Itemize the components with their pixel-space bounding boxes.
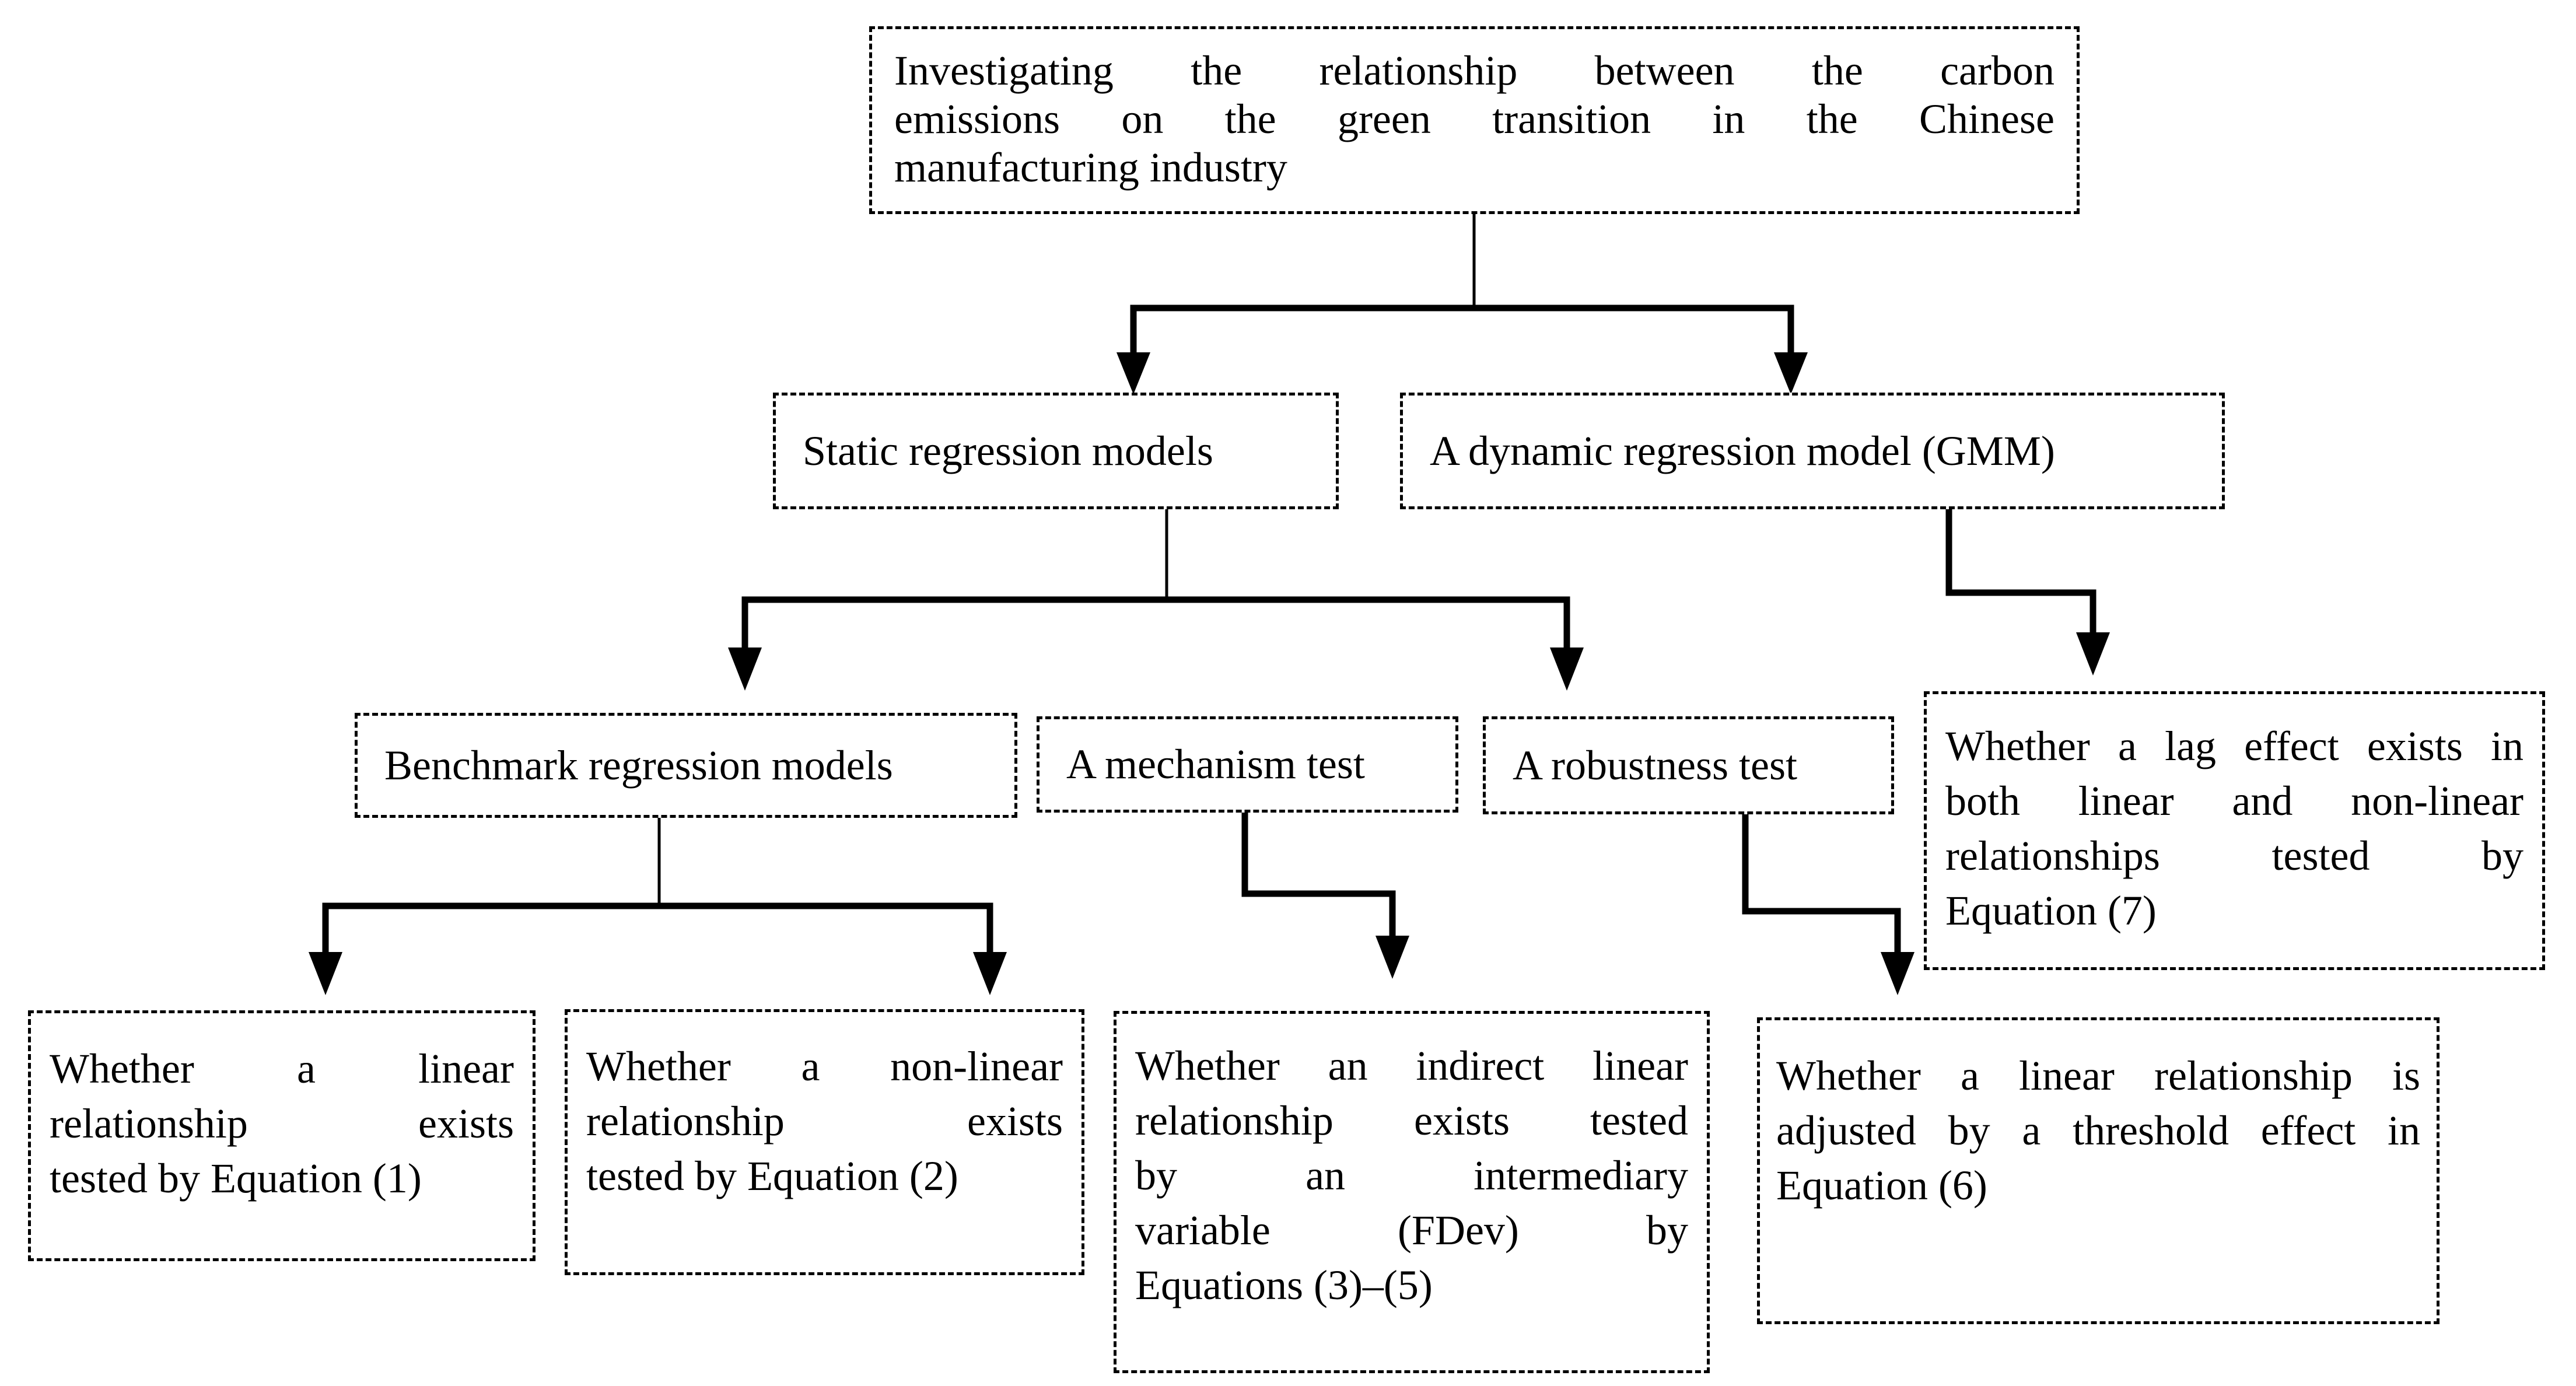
text-line: relationship exists (586, 1098, 1063, 1144)
text-line: Whether a linear relationship is (1776, 1052, 2420, 1099)
text-line: manufacturing industry (894, 144, 1287, 191)
connector-mechanism-to-fdev (1241, 813, 1396, 937)
arrowhead-to-static (1116, 352, 1150, 394)
node-static-regression-models: Static regression models (773, 393, 1339, 509)
text-line: relationships tested by (1945, 832, 2524, 879)
text-line: Whether a linear (50, 1045, 514, 1092)
text-line: Equations (3)–(5) (1135, 1262, 1433, 1308)
text-line: Whether a non-linear (586, 1043, 1063, 1090)
node-label: A mechanism test (1066, 741, 1365, 788)
connector-title-to-level2 (1130, 304, 1794, 356)
arrowhead-to-threshold (1881, 952, 1915, 995)
arrowhead-to-gmm (1774, 352, 1808, 394)
node-mechanism-test: A mechanism test (1037, 716, 1458, 813)
node-label: A dynamic regression model (GMM) (1430, 427, 2055, 474)
text-line: tested by Equation (1) (50, 1155, 422, 1202)
text-line: Whether an indirect linear (1135, 1042, 1688, 1089)
connector-benchmark-to-level4 (322, 902, 993, 953)
text-line: by an intermediary (1135, 1152, 1688, 1199)
node-label: Benchmark regression models (384, 741, 893, 789)
connector-gmm-to-lag (1945, 509, 2096, 634)
text-line: tested by Equation (2) (586, 1153, 958, 1199)
text-line: relationship exists tested (1135, 1097, 1688, 1144)
text-line: Equation (7) (1945, 887, 2157, 934)
text-line: adjusted by a threshold effect in (1776, 1107, 2420, 1154)
node-research-topic: Investigating the relationship between t… (869, 26, 2080, 214)
node-nonlinear-relationship-equation-2: Whether a non-linear relationship exists… (565, 1009, 1084, 1275)
node-label: Static regression models (803, 427, 1213, 474)
text-line: relationship exists (50, 1100, 514, 1147)
arrowhead-to-benchmark (728, 648, 762, 691)
arrowhead-to-eq1 (309, 952, 342, 995)
text-line: both linear and non-linear (1945, 778, 2524, 824)
arrowhead-to-fdev (1376, 936, 1409, 979)
node-threshold-effect-equation-6: Whether a linear relationship is adjuste… (1757, 1017, 2440, 1324)
text-line: variable (FDev) by (1135, 1207, 1688, 1254)
connector-robustness-to-threshold (1742, 814, 1901, 953)
node-lag-effect-equation-7: Whether a lag effect exists in both line… (1924, 691, 2545, 970)
text-line: Equation (6) (1776, 1162, 1987, 1209)
arrowhead-to-robustness (1550, 648, 1584, 691)
node-linear-relationship-equation-1: Whether a linear relationship exists tes… (28, 1010, 536, 1261)
connector-static-to-level3 (741, 596, 1570, 649)
node-label: A robustness test (1513, 741, 1798, 789)
text-line: Investigating the relationship between t… (894, 47, 2054, 94)
node-benchmark-regression-models: Benchmark regression models (355, 713, 1017, 818)
text-line: Whether a lag effect exists in (1945, 723, 2524, 769)
text-line: emissions on the green transition in the… (894, 96, 2054, 142)
node-indirect-linear-relationship-fdev: Whether an indirect linear relationship … (1114, 1011, 1710, 1373)
node-dynamic-regression-model-gmm: A dynamic regression model (GMM) (1400, 393, 2225, 509)
arrowhead-to-eq2 (973, 952, 1007, 995)
arrowhead-to-lag (2076, 632, 2110, 676)
node-robustness-test: A robustness test (1483, 716, 1894, 814)
